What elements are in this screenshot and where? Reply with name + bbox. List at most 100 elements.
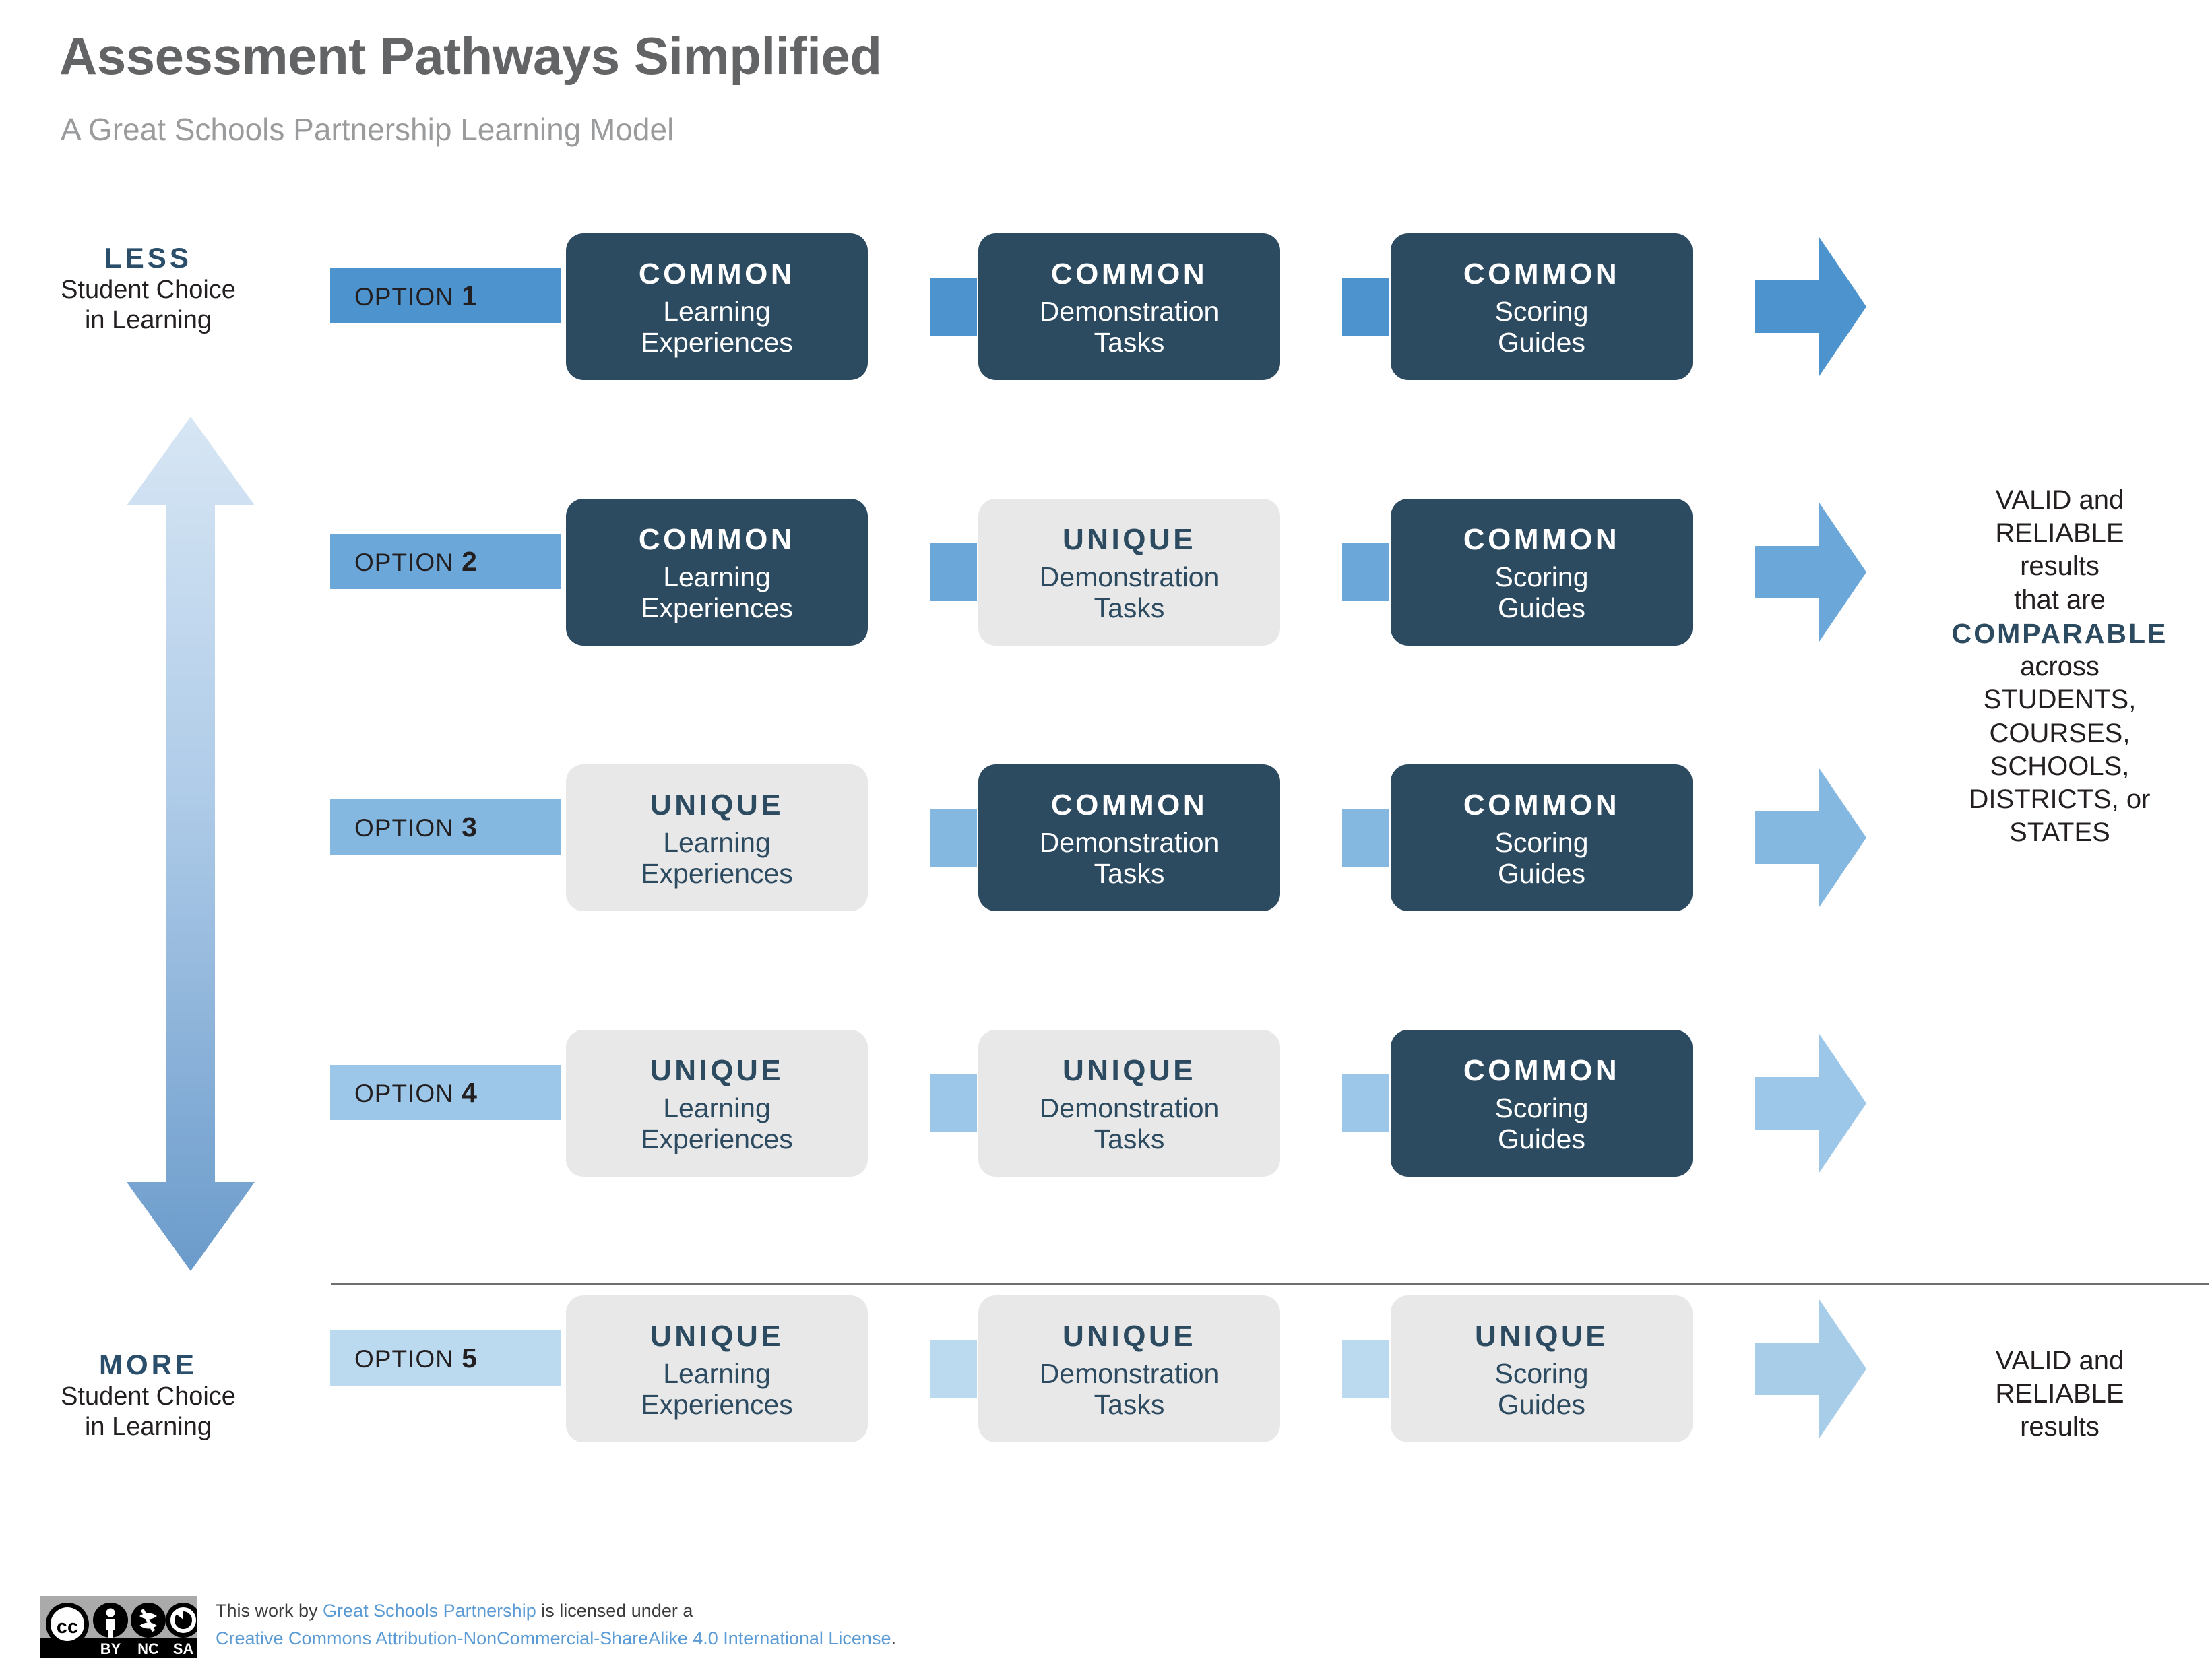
stage-description-line1: Scoring: [1494, 1357, 1589, 1389]
stage-kind: COMMON: [638, 257, 796, 290]
axis-label-less-emphasis: LESS: [104, 242, 192, 274]
axis-label-more-emphasis: MORE: [99, 1349, 197, 1380]
result-line-4: that are: [2014, 584, 2106, 615]
stage-description-line2: Guides: [1498, 857, 1585, 889]
stage-description-line2: Tasks: [1094, 857, 1165, 889]
license-link[interactable]: Creative Commons Attribution-NonCommerci…: [216, 1628, 891, 1648]
stage-description-line1: Demonstration: [1039, 1092, 1220, 1123]
section-divider: [331, 1283, 2209, 1285]
pathway-arrow-option4-icon: [1755, 1034, 1866, 1173]
cc-label-nc: NC: [137, 1640, 159, 1657]
result-bottom-line-2: RELIABLE: [1995, 1379, 2124, 1409]
stage-description-line1: Learning: [663, 826, 771, 858]
connector-2: [1342, 1074, 1389, 1132]
pathway-arrow-option5-icon: [1755, 1299, 1866, 1438]
connector-1: [930, 1340, 977, 1398]
stage-kind: UNIQUE: [1062, 1319, 1197, 1353]
stage-description-line1: Learning: [663, 1092, 771, 1123]
option-tag-label: OPTION 2: [354, 545, 478, 577]
option-number: 1: [462, 280, 478, 311]
license-line-1: This work by Great Schools Partnership i…: [216, 1597, 1563, 1625]
license-suffix: is licensed under a: [536, 1601, 693, 1621]
stage-description-line2: Tasks: [1094, 592, 1165, 623]
stage-description-line1: Scoring: [1494, 826, 1589, 858]
result-line-7: STUDENTS,: [1983, 685, 2137, 715]
option-tag-5[interactable]: OPTION 5: [330, 1330, 561, 1386]
result-line-9: SCHOOLS,: [1990, 751, 2130, 781]
license-line-2: Creative Commons Attribution-NonCommerci…: [216, 1625, 1563, 1653]
stage-kind: COMMON: [1050, 257, 1208, 290]
connector-1: [930, 543, 977, 601]
option-tag-3[interactable]: OPTION 3: [330, 799, 561, 855]
connector-1: [930, 809, 977, 867]
result-line-comparable: COMPARABLE: [1951, 617, 2168, 649]
cc-label-by: BY: [100, 1640, 121, 1657]
option-tag-4[interactable]: OPTION 4: [330, 1065, 561, 1120]
result-line-3: results: [2020, 551, 2099, 582]
option-tag-label: OPTION 1: [354, 280, 478, 311]
connector-1: [930, 278, 977, 336]
result-line-10: DISTRICTS, or: [1969, 784, 2151, 814]
stage-description-line2: Guides: [1498, 1388, 1585, 1420]
axis-label-more-line2: in Learning: [84, 1413, 212, 1442]
connector-1: [930, 1074, 977, 1132]
stage-description-line2: Experiences: [641, 1388, 793, 1420]
stage-kind: COMMON: [1463, 1053, 1620, 1087]
license-org-link[interactable]: Great Schools Partnership: [323, 1601, 536, 1621]
connector-2: [1342, 809, 1389, 867]
option-tag-label: OPTION 5: [354, 1342, 478, 1374]
pathway-arrow-option1-icon: [1755, 237, 1866, 376]
stage-kind: COMMON: [1463, 257, 1620, 290]
option-tag-1[interactable]: OPTION 1: [330, 268, 561, 323]
connector-2: [1342, 278, 1389, 336]
result-line-1: VALID and: [1995, 485, 2124, 515]
option-tag-label: OPTION 4: [354, 1076, 478, 1108]
result-text-comparable: VALID and RELIABLE results that are COMP…: [1915, 484, 2205, 849]
cc-by-nc-sa-badge-icon: cc BY NC SA: [40, 1596, 197, 1658]
page-subtitle: A Great Schools Partnership Learning Mod…: [61, 112, 674, 147]
option-number: 2: [462, 545, 478, 577]
option-number: 3: [462, 811, 478, 842]
pathway-arrow-option3-icon: [1755, 768, 1866, 907]
axis-label-less: LESS Student Choice in Learning: [13, 241, 283, 336]
stage-description-line1: Learning: [663, 295, 771, 327]
stage-description-line1: Learning: [663, 561, 771, 592]
stage-description-line1: Demonstration: [1039, 295, 1220, 327]
connector-2: [1342, 1340, 1389, 1398]
stage-description-line2: Experiences: [641, 326, 793, 358]
result-bottom-line-1: VALID and: [1995, 1346, 2124, 1376]
axis-label-more-line1: Student Choice: [61, 1382, 236, 1411]
stage-kind: UNIQUE: [650, 788, 784, 822]
stage-description-line2: Experiences: [641, 592, 793, 623]
stage-description-line2: Guides: [1498, 592, 1585, 623]
license-text: This work by Great Schools Partnership i…: [216, 1597, 1563, 1652]
stage-kind: UNIQUE: [1062, 1053, 1197, 1087]
stage-kind: UNIQUE: [1474, 1319, 1609, 1353]
pathway-arrow-option2-icon: [1755, 503, 1866, 642]
option-tag-2[interactable]: OPTION 2: [330, 534, 561, 589]
stage-description-line2: Tasks: [1094, 1123, 1165, 1154]
stage-description-line1: Learning: [663, 1357, 771, 1389]
